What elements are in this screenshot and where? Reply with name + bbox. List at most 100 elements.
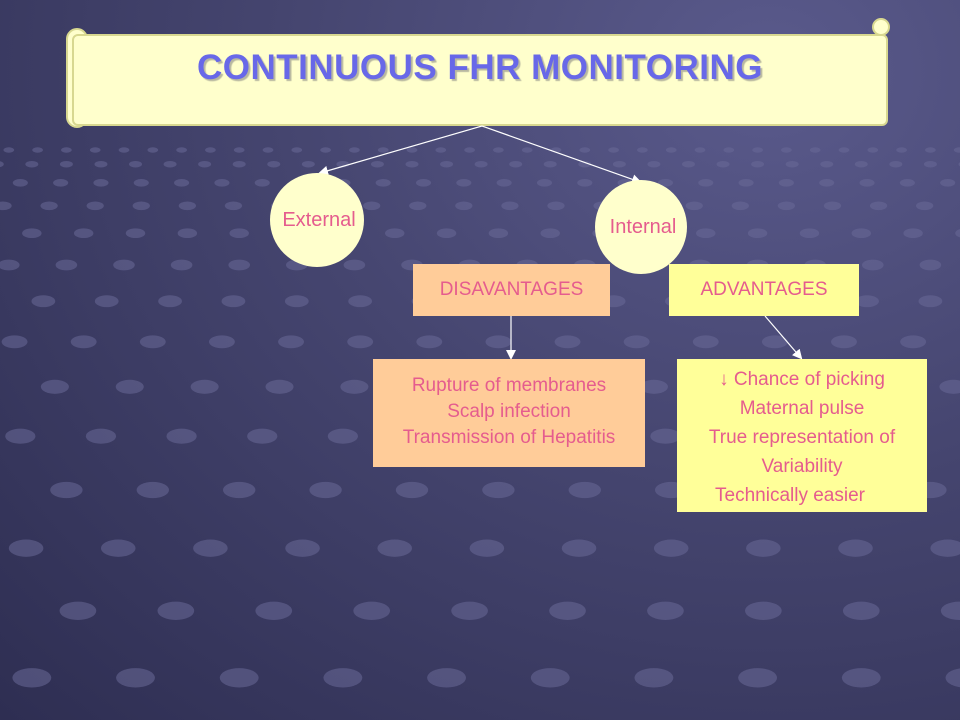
background-dot xyxy=(93,179,109,187)
background-dot xyxy=(653,539,689,557)
background-dot xyxy=(1,335,28,349)
background-dot xyxy=(738,668,778,688)
background-dot xyxy=(262,147,274,153)
background-dot xyxy=(923,160,937,168)
background-dot xyxy=(301,160,315,168)
background-dot xyxy=(578,160,592,168)
advantage-item: Variability xyxy=(761,456,843,477)
background-dot xyxy=(176,147,188,153)
background-dot xyxy=(247,428,278,444)
internal-label: Internal xyxy=(609,216,677,238)
background-dot xyxy=(867,147,879,153)
background-dot xyxy=(340,379,369,394)
background-dot xyxy=(685,201,703,211)
background-dot xyxy=(132,201,150,211)
background-dot xyxy=(869,201,888,211)
background-dot xyxy=(696,228,716,239)
background-dot xyxy=(224,201,243,211)
background-dot xyxy=(255,601,293,620)
background-dot xyxy=(12,668,52,688)
background-dot xyxy=(838,147,850,153)
background-dot xyxy=(945,668,960,688)
background-dot xyxy=(89,147,101,153)
background-dot xyxy=(608,147,619,153)
disadvantage-item: Scalp infection xyxy=(447,401,571,422)
background-dot xyxy=(12,179,28,187)
background-dot xyxy=(738,179,754,187)
background-dot xyxy=(493,147,504,153)
background-dot xyxy=(0,201,12,211)
background-dot xyxy=(634,668,674,688)
background-dot xyxy=(799,228,820,239)
background-dot xyxy=(232,160,246,168)
background-dot xyxy=(723,147,735,153)
background-dot xyxy=(955,229,960,238)
internal-node: Internal xyxy=(595,180,687,274)
background-dot xyxy=(896,147,907,153)
background-dot xyxy=(55,259,78,271)
background-dot xyxy=(842,601,880,620)
background-dot xyxy=(158,295,182,308)
background-dot xyxy=(682,160,695,168)
background-dot xyxy=(838,539,873,557)
background-dot xyxy=(353,601,391,620)
background-dot xyxy=(265,379,294,394)
background-dot xyxy=(31,295,56,308)
background-dot xyxy=(40,201,58,211)
disadvantages-header: DISAVANTAGES xyxy=(413,264,610,316)
background-dot xyxy=(190,379,219,394)
background-dot xyxy=(647,160,661,168)
background-dot xyxy=(488,228,509,239)
background-dot xyxy=(347,335,374,349)
background-dot xyxy=(496,179,512,187)
background-dot xyxy=(174,179,190,187)
background-dot xyxy=(129,160,143,168)
background-dot xyxy=(343,259,366,271)
background-dot xyxy=(777,201,796,211)
background-dot xyxy=(889,160,903,168)
background-dot xyxy=(747,228,768,239)
background-dot xyxy=(761,335,788,349)
background-dot xyxy=(855,295,879,308)
background-dot xyxy=(147,147,159,153)
background-dot xyxy=(716,160,730,168)
background-dot xyxy=(327,428,358,444)
background-dot xyxy=(254,179,270,187)
background-dot xyxy=(953,147,960,153)
background-dot xyxy=(637,147,648,153)
background-dot xyxy=(451,601,488,620)
background-dot xyxy=(363,201,381,211)
advantage-item: ↓ Chance of picking xyxy=(719,369,885,390)
background-dot xyxy=(623,335,650,349)
background-dot xyxy=(639,379,668,394)
background-dot xyxy=(530,668,570,688)
background-dot xyxy=(336,160,350,168)
background-dot xyxy=(50,481,83,499)
background-dot xyxy=(61,147,72,153)
external-label: External xyxy=(282,209,356,231)
background-dot xyxy=(469,539,505,557)
advantages-list: ↓ Chance of picking Maternal pulse True … xyxy=(677,359,927,512)
background-dot xyxy=(284,295,309,308)
background-dot xyxy=(113,259,135,271)
background-dot xyxy=(919,259,942,271)
background-dot xyxy=(377,539,412,557)
background-dot xyxy=(0,161,4,168)
background-dot xyxy=(86,201,104,211)
background-dot xyxy=(577,179,593,187)
background-dot xyxy=(8,539,44,557)
background-dot xyxy=(916,201,934,211)
background-dot xyxy=(70,335,97,349)
background-dot xyxy=(435,147,447,153)
advantage-item: True representation of xyxy=(708,427,896,448)
background-dot xyxy=(543,160,557,168)
background-dot xyxy=(22,228,42,239)
background-dot xyxy=(198,160,212,168)
background-dot xyxy=(53,179,69,187)
background-dot xyxy=(221,295,246,308)
background-dot xyxy=(751,160,765,168)
background-dot xyxy=(436,228,457,239)
background-dot xyxy=(694,147,706,153)
background-dot xyxy=(73,228,94,239)
background-dot xyxy=(612,160,626,168)
